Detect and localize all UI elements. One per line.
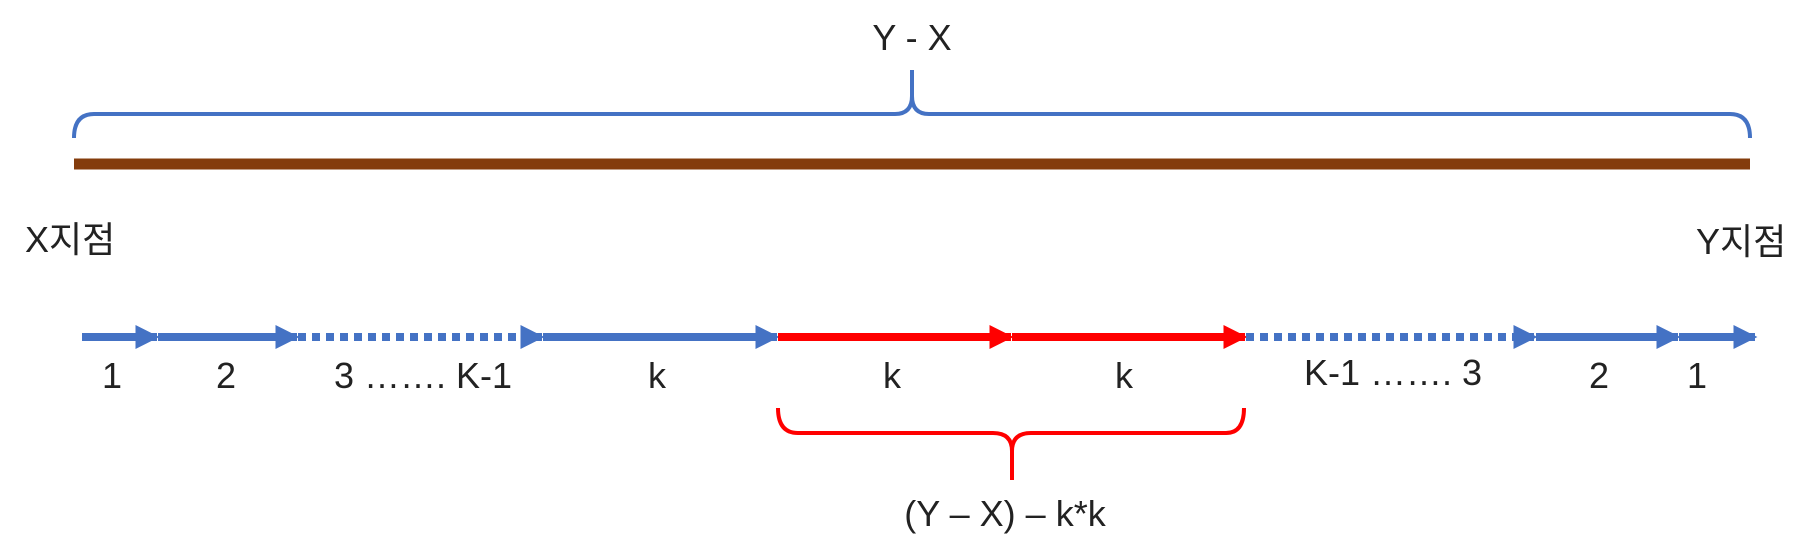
step-label: k (1115, 355, 1133, 396)
step-label: 3 ……. K-1 (333, 355, 513, 396)
step-label: 2 (215, 355, 237, 396)
step-label: 1 (1686, 355, 1708, 396)
remainder-brace (776, 407, 1246, 480)
start-point-label: X지점 (25, 219, 116, 260)
total-distance-label: Y - X (872, 17, 952, 58)
step-label: 2 (1588, 355, 1610, 396)
remainder-label: (Y – X) – k*k (904, 493, 1106, 534)
end-point-label: Y지점 (1696, 221, 1787, 262)
step-label: k (648, 355, 666, 396)
step-label: K-1 ……. 3 (1303, 352, 1483, 393)
step-label: 1 (101, 355, 123, 396)
total-distance-brace (72, 70, 1752, 139)
step-label: k (883, 355, 901, 396)
